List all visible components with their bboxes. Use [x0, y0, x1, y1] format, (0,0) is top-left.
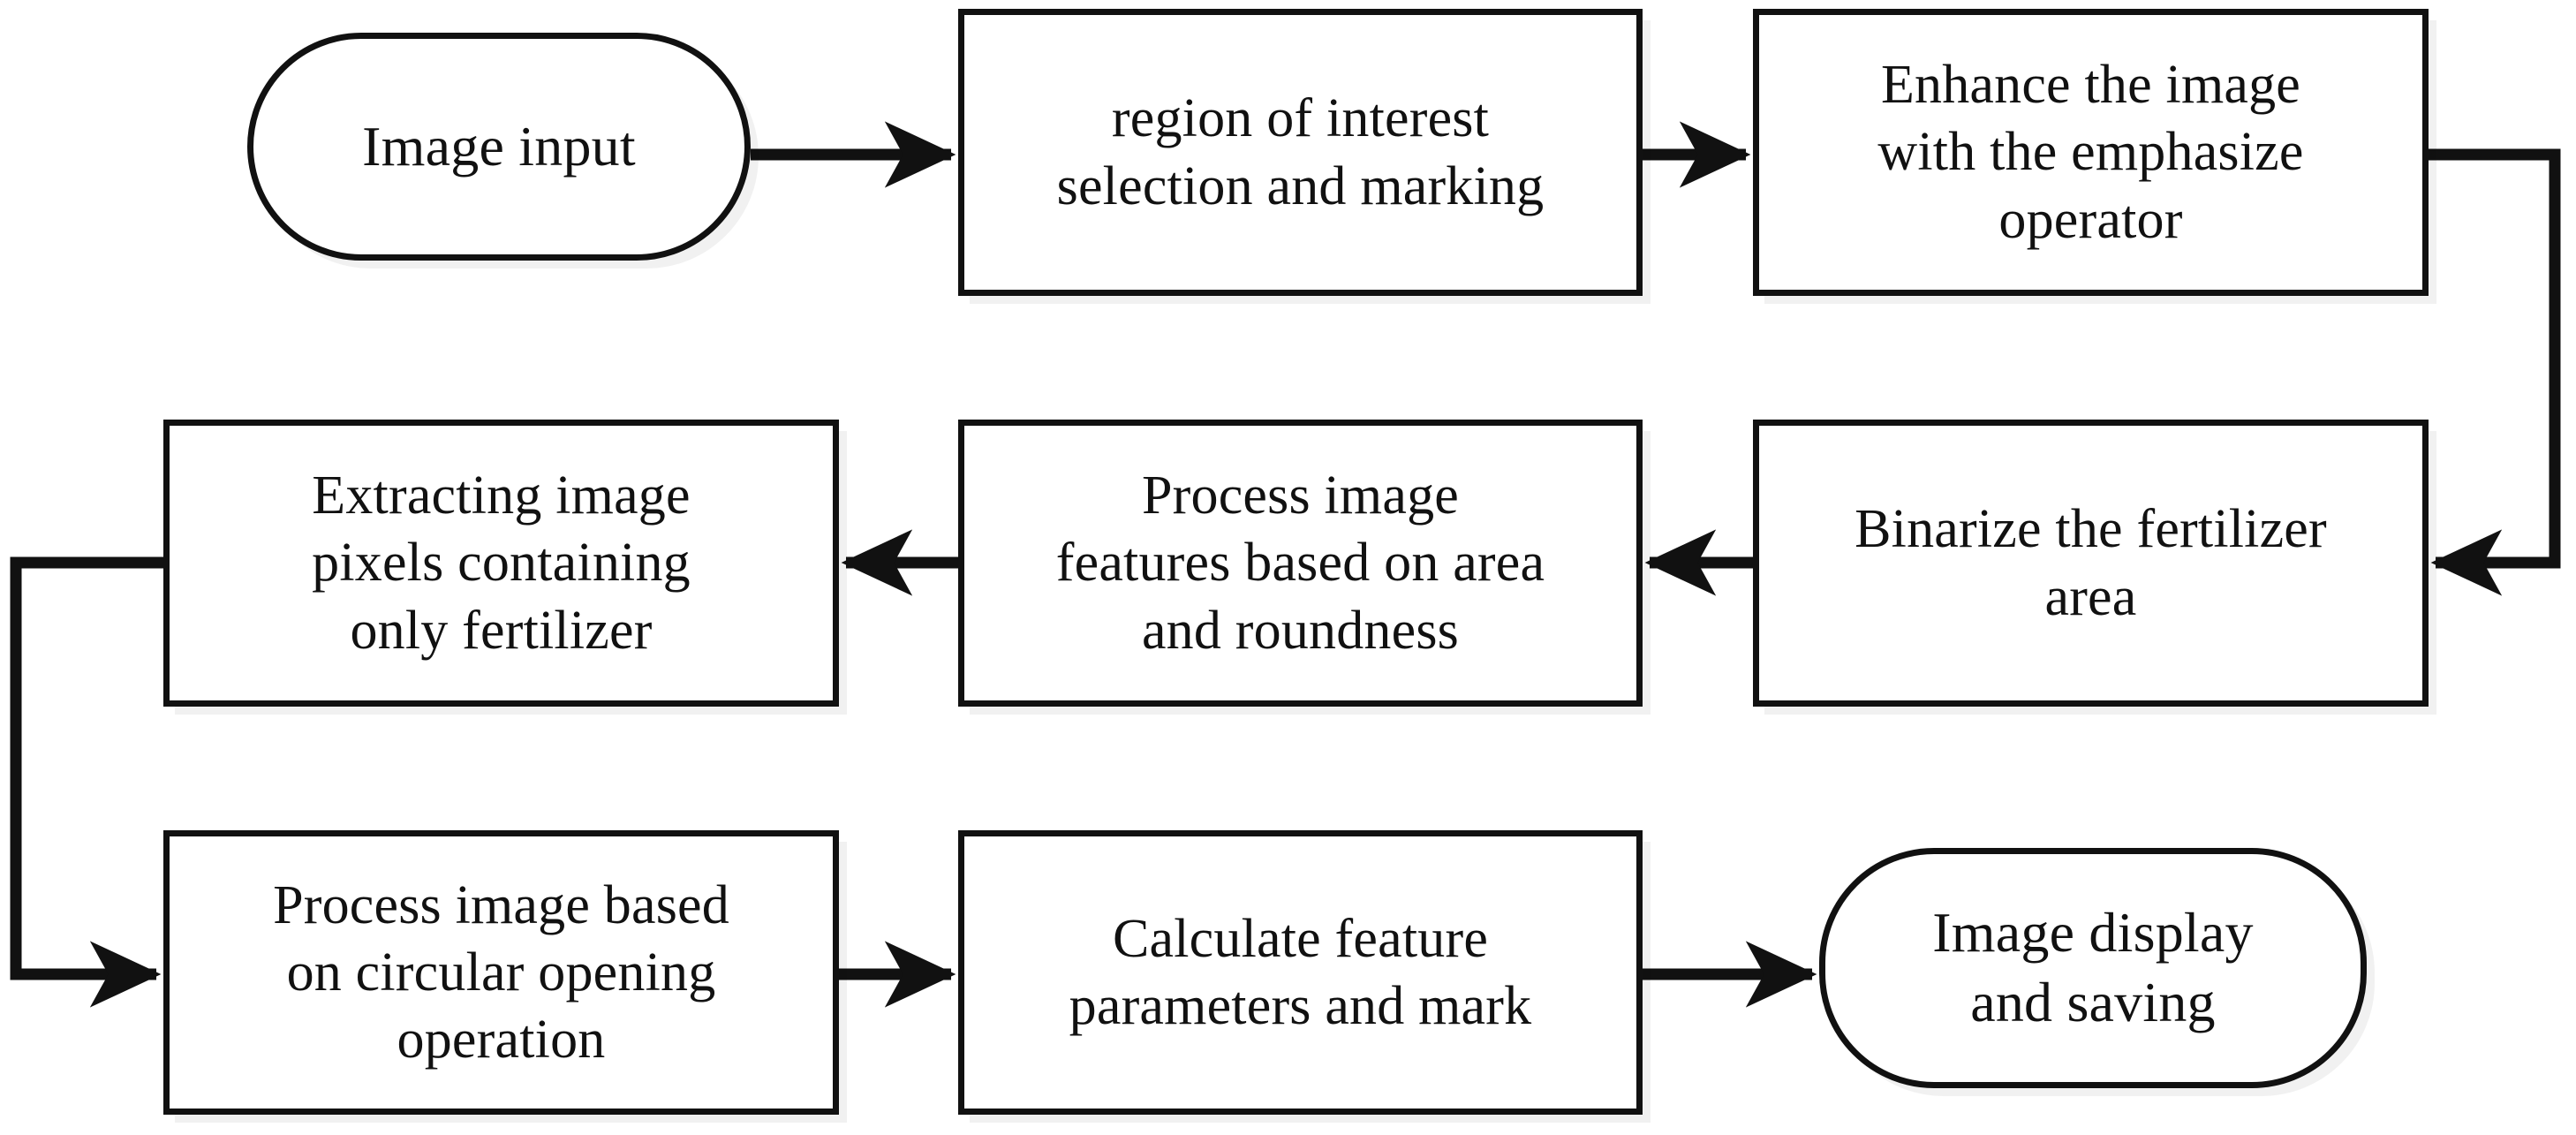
- node-image-display-label: Image display and saving: [1932, 901, 2254, 1033]
- node-binarize-area-label: Binarize the fertilizer area: [1855, 499, 2327, 627]
- node-enhance-image-label: Enhance the image with the emphasize ope…: [1877, 55, 2304, 250]
- edge-enhance-to-binarize-wrap: [2429, 148, 2561, 596]
- node-extract-pixels-label: Extracting image pixels containing only …: [312, 465, 691, 661]
- node-circular-opening-label: Process image based on circular opening …: [273, 874, 729, 1071]
- node-binarize-area[interactable]: Binarize the fertilizer area: [1753, 420, 2429, 707]
- node-process-features[interactable]: Process image features based on area and…: [958, 420, 1643, 707]
- node-roi-selection-label: region of interest selection and marking: [1056, 88, 1545, 216]
- node-enhance-image[interactable]: Enhance the image with the emphasize ope…: [1753, 9, 2429, 296]
- node-image-input-label: Image input: [362, 114, 636, 178]
- node-image-display[interactable]: Image display and saving: [1819, 848, 2367, 1088]
- node-image-input[interactable]: Image input: [247, 33, 751, 261]
- node-circular-opening[interactable]: Process image based on circular opening …: [163, 830, 839, 1115]
- node-process-features-label: Process image features based on area and…: [1055, 465, 1545, 661]
- edge-extract-to-circular-wrap: [10, 556, 163, 1008]
- node-calculate-parameters[interactable]: Calculate feature parameters and mark: [958, 830, 1643, 1115]
- node-roi-selection[interactable]: region of interest selection and marking: [958, 9, 1643, 296]
- node-extract-pixels[interactable]: Extracting image pixels containing only …: [163, 420, 839, 707]
- node-calculate-parameters-label: Calculate feature parameters and mark: [1069, 908, 1532, 1036]
